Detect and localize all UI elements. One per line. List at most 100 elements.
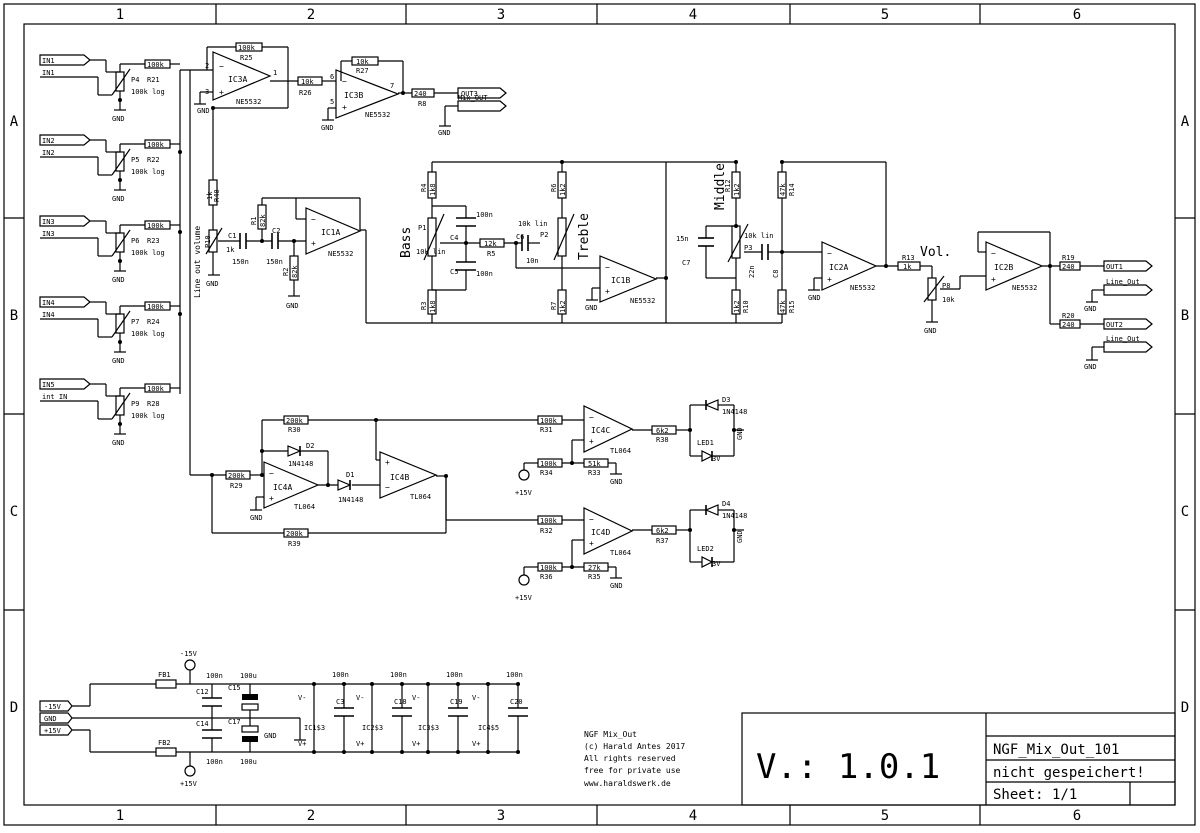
elcap-c15 [242,694,258,700]
elcap-c17 [241,725,259,733]
ic3b-type: NE5532 [365,111,390,119]
decoupling-cap-value: 100n [506,671,523,679]
r29-value: 200k [228,472,246,480]
opamp-ic2b [985,241,1044,291]
mix-out-label: Mix_OUT [458,94,488,102]
fb1-name: FB1 [158,671,171,679]
input-resistor-value: 100k [147,61,165,69]
sheet-frame: 1 2 3 4 5 6 1 2 3 4 5 6 A B C D A B C D [3,3,1196,826]
r37-value: 6k2 [656,527,669,535]
input-pot-taper: 100k log [131,412,165,420]
d1-name: D1 [346,471,354,479]
svg-text:−: − [385,483,390,492]
input-gnd: GND [112,195,125,203]
r6-name: R6 [550,184,558,192]
svg-text:−: − [269,469,274,478]
ic1a-label: IC1A [321,228,340,237]
opamp-ic4a [263,461,320,509]
r1-name: R1 [250,217,258,225]
resistor-r8 [411,88,435,98]
ic4a-type: TL064 [294,503,315,511]
row-label-d-right: D [1181,700,1189,716]
input-pot [115,313,125,334]
input-pot-name: P7 [131,318,139,326]
c7-name: C7 [682,259,690,267]
input-net-label: IN2 [42,149,55,157]
out3-label: OUT3 [461,90,478,98]
input-net-label: IN1 [42,69,55,77]
ic3b-gnd: GND [321,124,334,132]
c2-value: 150n [266,258,283,266]
port-plus15v-label: +15V [44,727,62,735]
r37-name: R37 [656,537,669,545]
input-net-label: int_IN [42,393,67,401]
resistor-r6 [557,171,567,199]
led-led2 [701,556,714,568]
ic4c-label: IC4C [591,426,610,435]
r26-value: 10k [301,78,314,86]
version-label: V.: 1.0.1 [756,747,940,787]
row-label-d: D [10,700,18,716]
r40-name: R40 [213,189,221,202]
note-line-4: free for private use [584,766,681,775]
input-resistor-value: 100k [147,141,165,149]
r33-value: 51k [588,460,601,468]
port-out1 [1103,260,1153,272]
fb2-name: FB2 [158,739,171,747]
ic3b-pin6: 6 [330,73,334,81]
c2-name: C2 [272,227,280,235]
ic3b-pin5: 5 [330,98,334,106]
resistor-r32 [537,515,563,525]
mixer-stage: −+ IC3A NE5532 2 3 1 100k R25 GND 10k R2… [194,42,507,137]
pot-p8 [927,277,937,301]
input-pot-name: P6 [131,237,139,245]
c7-value: 15n [676,235,689,243]
input-gnd: GND [112,115,125,123]
resistor-r19 [1059,261,1081,271]
ic-vminus-label: V- [472,694,480,702]
resistor-r30 [283,415,309,425]
port-line-out-2 [1103,341,1153,353]
diode-d2 [287,445,302,457]
svg-text:−: − [991,249,996,258]
r30-value: 200k [286,417,304,425]
ic-vminus-label: V- [412,694,420,702]
ic4c-vpos: +15V [515,489,533,497]
c12-value: 100n [206,672,223,680]
resistor-r29 [225,470,251,480]
input-gnd: GND [112,439,125,447]
ic-power-ref: IC2$3 [362,724,383,732]
meter-1-gnd: GND [736,427,744,440]
r2-gnd: GND [286,302,299,310]
r7-value: 1k2 [559,300,567,313]
pot-p1 [427,217,437,257]
r8-value: 240 [414,90,427,98]
input-gnd: GND [112,276,125,284]
power-stage: -15V GND +15V FB1 FB2 -15V +15V C12 100n… [39,650,528,788]
input-port [39,215,91,227]
port-gnd-label: GND [44,715,57,723]
r34-name: R34 [540,469,553,477]
resistor-r1 [257,204,267,230]
r4-name: R4 [420,184,428,192]
d4-type: 1N4148 [722,512,747,520]
diode-d3 [704,399,719,411]
resistor-r35 [583,562,609,572]
r13-value: 1k [903,263,912,271]
r20-name: R20 [1062,312,1075,320]
led1-voltage: 3V [712,455,721,463]
svg-text:+: + [342,103,347,112]
mix-out-gnd: GND [438,129,451,137]
r26-name: R26 [299,89,312,97]
input-pot-taper: 100k log [131,330,165,338]
svg-text:−: − [219,62,224,71]
note-line-1: NGF Mix_Out [584,730,637,739]
c8-name: C8 [772,270,780,278]
input-port-label: IN1 [42,57,55,65]
resistor-r14 [777,171,787,199]
decoupling-cap-value: 100n [446,671,463,679]
svg-text:+: + [219,88,224,97]
